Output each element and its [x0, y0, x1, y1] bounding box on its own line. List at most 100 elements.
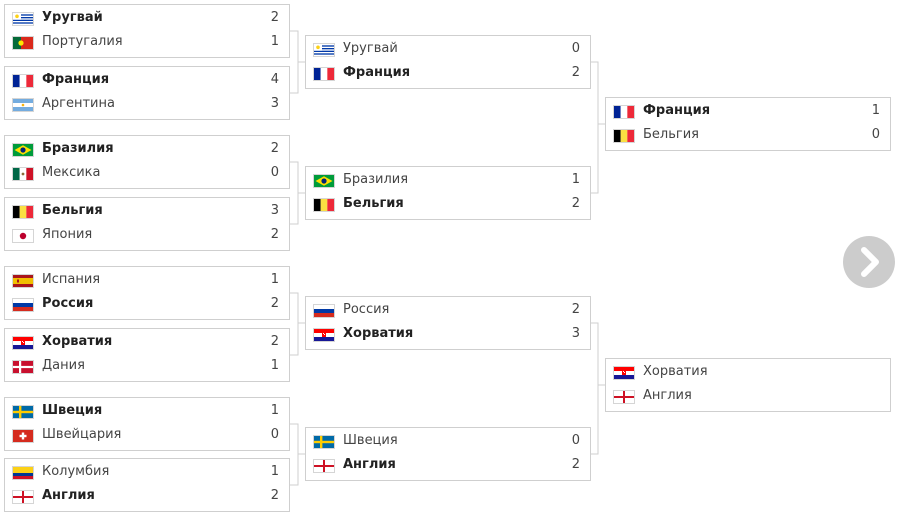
team-row: Англия: [606, 385, 890, 409]
team-score: 1: [270, 272, 279, 287]
team-row: Россия 2: [5, 293, 289, 317]
team-name: Хорватия: [343, 326, 414, 341]
team-row: Дания 1: [5, 355, 289, 379]
team-row: Уругвай 2: [5, 7, 289, 31]
team-name: Швейцария: [42, 427, 122, 442]
team-row: Бельгия 3: [5, 200, 289, 224]
russia-flag: [12, 298, 34, 312]
belgium-flag: [12, 205, 34, 219]
team-score: 1: [270, 358, 279, 373]
brazil-flag: [313, 174, 335, 188]
brazil-flag: [12, 143, 34, 157]
team-name: Уругвай: [42, 10, 103, 25]
team-score: 3: [571, 326, 580, 341]
switzerland-flag: [12, 429, 34, 443]
portugal-flag: [12, 36, 34, 50]
uruguay-flag: [12, 12, 34, 26]
spain-flag: [12, 274, 34, 288]
team-name: Дания: [42, 358, 85, 373]
chevron-right-icon: [861, 247, 879, 277]
france-flag: [313, 67, 335, 81]
team-name: Швеция: [343, 433, 398, 448]
team-score: 2: [571, 302, 580, 317]
team-row: Хорватия 3: [306, 323, 590, 347]
team-name: Швеция: [42, 403, 103, 418]
russia-flag: [313, 304, 335, 318]
team-name: Россия: [343, 302, 390, 317]
team-name: Россия: [42, 296, 94, 311]
sweden-flag: [313, 435, 335, 449]
team-name: Уругвай: [343, 41, 398, 56]
team-row: Бельгия 0: [606, 124, 890, 148]
team-score: 1: [270, 403, 279, 418]
match-r1-7[interactable]: Швеция 1 Швейцария 0: [4, 397, 290, 451]
team-row: Испания 1: [5, 269, 289, 293]
team-row: Колумбия 1: [5, 461, 289, 485]
team-name: Аргентина: [42, 96, 115, 111]
team-row: Мексика 0: [5, 162, 289, 186]
team-score: 1: [270, 34, 279, 49]
team-name: Англия: [42, 488, 95, 503]
belgium-flag: [313, 198, 335, 212]
next-round-button[interactable]: [843, 236, 895, 288]
team-score: 2: [270, 334, 279, 349]
team-score: 1: [270, 464, 279, 479]
team-score: 2: [270, 296, 279, 311]
england-flag: [313, 459, 335, 473]
match-r1-5[interactable]: Испания 1 Россия 2: [4, 266, 290, 320]
argentina-flag: [12, 98, 34, 112]
team-score: 2: [571, 457, 580, 472]
team-name: Англия: [643, 388, 692, 403]
croatia-flag: [613, 366, 635, 380]
team-name: Бразилия: [42, 141, 114, 156]
team-score: 2: [270, 488, 279, 503]
team-score: 1: [571, 172, 580, 187]
team-name: Португалия: [42, 34, 123, 49]
team-score: 3: [270, 203, 279, 218]
team-score: 0: [571, 433, 580, 448]
match-sf-2[interactable]: Хорватия Англия: [605, 358, 891, 412]
team-name: Хорватия: [643, 364, 708, 379]
team-score: 0: [571, 41, 580, 56]
sweden-flag: [12, 405, 34, 419]
match-qf-3[interactable]: Россия 2 Хорватия 3: [305, 296, 591, 350]
team-name: Франция: [643, 103, 711, 118]
team-name: Япония: [42, 227, 93, 242]
team-row: Швейцария 0: [5, 424, 289, 448]
team-row: Англия 2: [5, 485, 289, 509]
team-score: 2: [571, 196, 580, 211]
team-score: 2: [270, 10, 279, 25]
team-name: Бельгия: [643, 127, 699, 142]
england-flag: [613, 390, 635, 404]
team-score: 3: [270, 96, 279, 111]
team-name: Мексика: [42, 165, 101, 180]
match-r1-1[interactable]: Уругвай 2 Португалия 1: [4, 4, 290, 58]
team-name: Бельгия: [343, 196, 404, 211]
team-score: 0: [270, 165, 279, 180]
team-row: Хорватия: [606, 361, 890, 385]
match-r1-8[interactable]: Колумбия 1 Англия 2: [4, 458, 290, 512]
team-name: Бельгия: [42, 203, 103, 218]
team-row: Уругвай 0: [306, 38, 590, 62]
team-score: 0: [270, 427, 279, 442]
team-row: Швеция 0: [306, 430, 590, 454]
england-flag: [12, 490, 34, 504]
team-name: Колумбия: [42, 464, 110, 479]
team-name: Испания: [42, 272, 101, 287]
team-score: 0: [871, 127, 880, 142]
